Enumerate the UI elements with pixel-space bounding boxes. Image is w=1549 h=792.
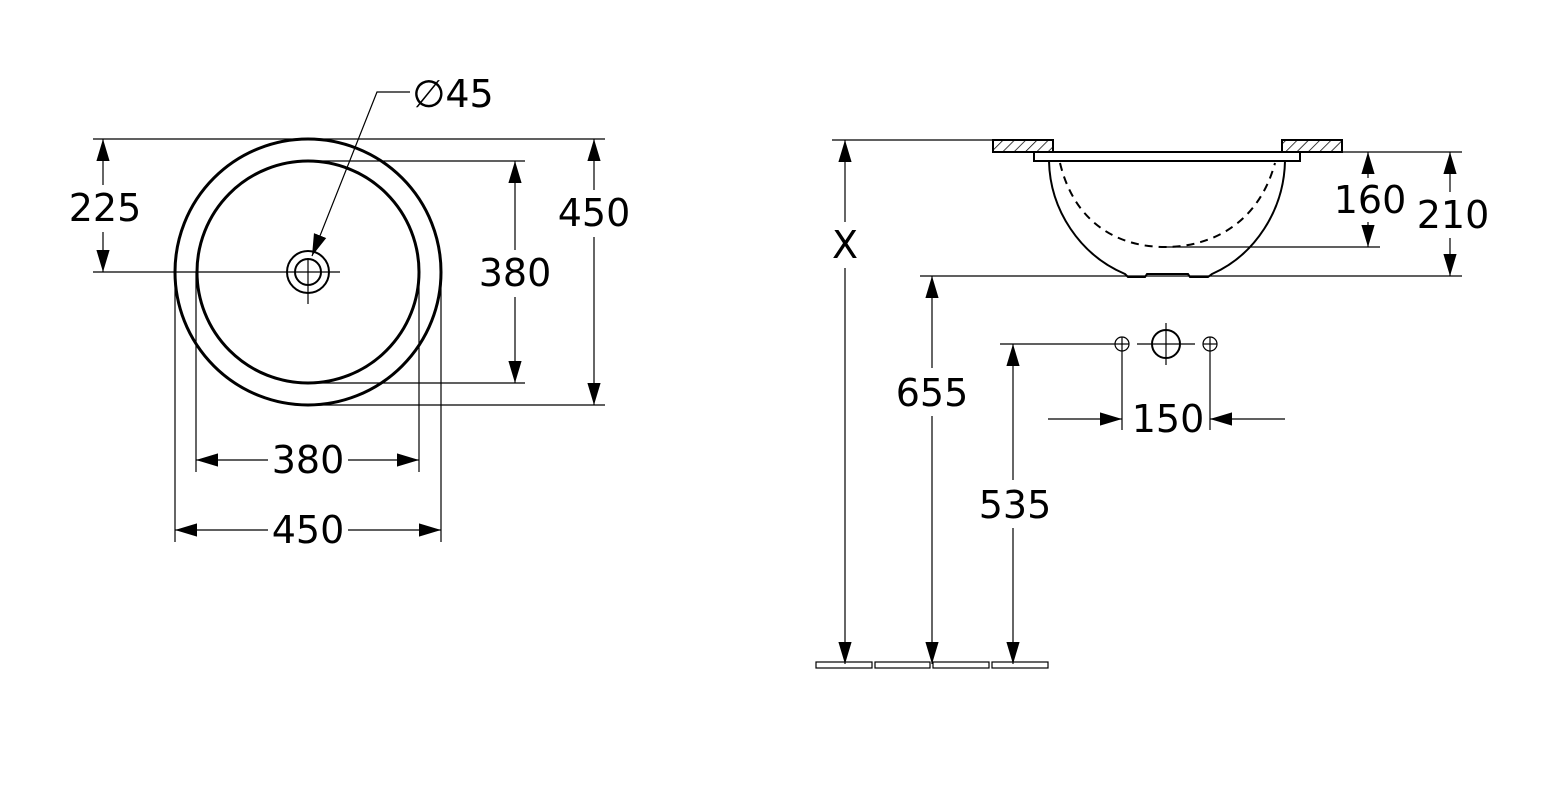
basin-rim [1033,151,1301,162]
dim-tap-spacing: 150 [1132,397,1205,441]
dim-outer-width: 450 [272,508,345,552]
dim-tap-height: 535 [979,483,1052,527]
dim-inner-width: 380 [272,438,345,482]
drain-icon [276,250,340,304]
basin-inner-dashed [1059,162,1276,249]
dim-total-height: 210 [1417,193,1490,237]
dim-bowl-depth: 160 [1334,178,1407,222]
tap-hole-right-icon [1202,336,1218,430]
plan-view: ∅45 225 450 380 380 450 [69,72,631,552]
side-view: X 160 210 655 535 [815,139,1490,669]
dim-x: X [832,223,858,267]
countertop-right [1281,139,1343,153]
countertop-left [992,139,1054,153]
basin-bowl [1048,160,1286,278]
dim-bottom-height: 655 [896,371,969,415]
drain-diameter-label: ∅45 [412,72,493,116]
tap-hole-left-icon [1114,336,1130,430]
floor-line [815,661,1049,669]
tap-hole-center-icon [1137,323,1195,365]
dim-inner-height: 380 [479,251,552,295]
dim-center-offset: 225 [69,186,142,230]
dim-outer-height: 450 [558,191,631,235]
